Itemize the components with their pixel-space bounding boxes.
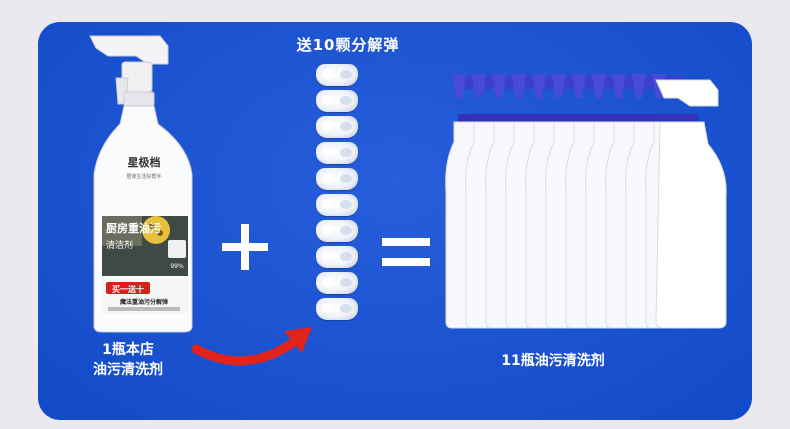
pods-title: 送10颗分解弹 [296,36,400,54]
promo-panel: 星极档 居家生活好帮手 厨房重油污 清洁剂 99% 买一送十 魔法重油污分解弹 … [38,22,752,420]
pod-stack [316,64,360,334]
result-caption: 11瓶油污清洗剂 [501,353,605,369]
left-caption: 1瓶本店 油污清洗剂 [68,340,188,380]
red-arrow-icon [191,327,312,366]
equals-icon [382,238,430,266]
pod-item [316,298,358,320]
pod-item [316,90,358,112]
pod-item [316,116,358,138]
bottle-group [445,73,727,329]
brand-sub-text: 居家生活好帮手 [126,173,161,180]
plus-icon [222,224,268,270]
pod-item [316,64,358,86]
badge-percent: 99% [170,263,184,270]
pod-item [316,194,358,216]
left-caption-line2: 油污清洗剂 [93,362,163,378]
banner-line: 魔法重油污分解弹 [119,298,168,306]
label-sub: 清洁剂 [106,239,133,251]
pod-item [316,220,358,242]
pod-item [316,168,358,190]
product-bottle: 星极档 居家生活好帮手 厨房重油污 清洁剂 99% 买一送十 魔法重油污分解弹 [89,35,193,333]
pod-item [316,246,358,268]
banner-text: 买一送十 [112,284,144,294]
pod-item [316,142,358,164]
label-title: 厨房重油污 [106,221,161,235]
left-caption-line1: 1瓶本店 [102,342,154,358]
brand-text: 星极档 [128,155,161,169]
pod-item [316,272,358,294]
